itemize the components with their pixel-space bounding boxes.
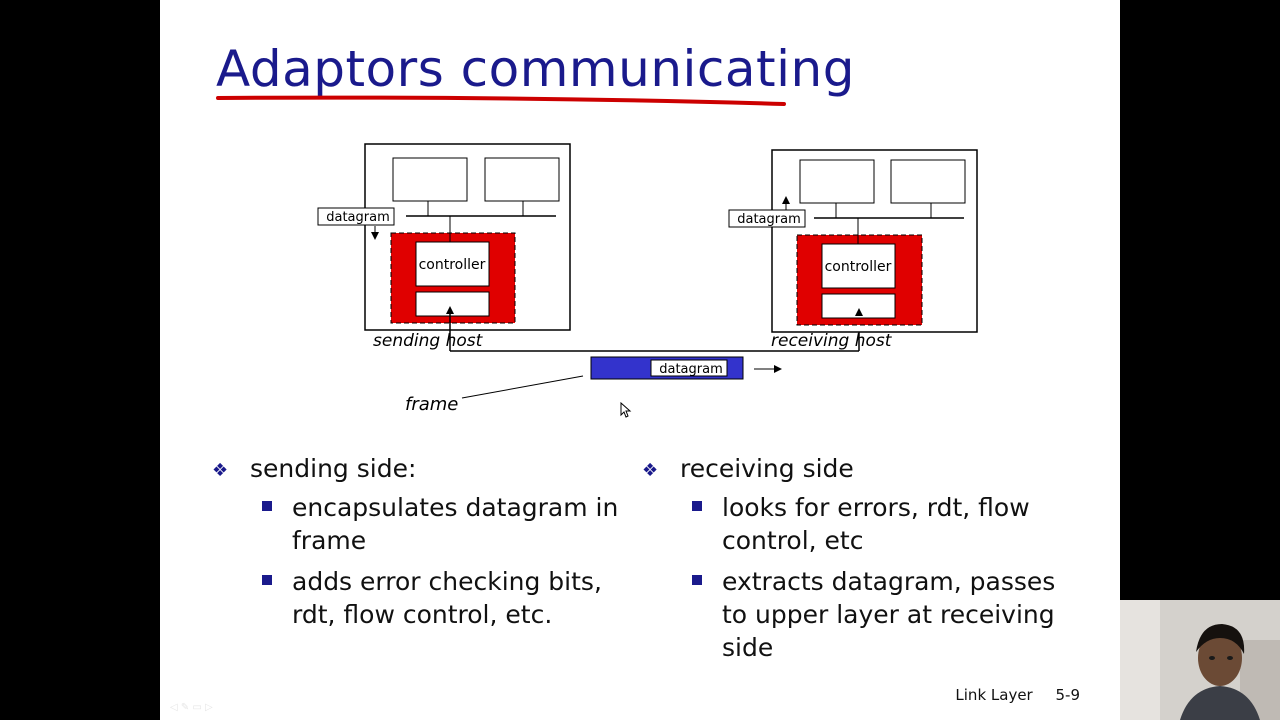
receiving-adapter-port [821,293,896,319]
receiving-datagram-box [728,209,806,228]
title-underline [216,95,786,106]
receiving-host-module-1 [799,159,875,204]
sending-host-label: sending host [373,331,484,351]
square-bullet-icon [692,501,702,511]
sending-controller-box [415,241,490,287]
slide: Adaptors communicating controller datagr… [160,0,1120,720]
sending-datagram-label: datagram [326,210,390,225]
list-item: encapsulates datagram in frame [212,491,632,557]
footer-chapter: Link Layer [955,686,1033,704]
diamond-bullet-icon: ❖ [212,460,229,481]
receiving-host-label: receiving host [771,331,893,351]
slideshow-controls-icon[interactable]: ◁ ✎ ▭ ▷ [170,702,213,713]
frame-datagram-box [650,359,728,377]
receiving-controller-box [821,243,896,289]
list-item: looks for errors, rdt, flow control, etc [642,491,1082,557]
sending-datagram-box [317,207,395,226]
frame-datagram-label: datagram [659,362,723,377]
slide-footer: Link Layer 5-9 [937,686,1080,704]
list-item: extracts datagram, passes to upper layer… [642,565,1082,664]
receiving-host-module-2 [890,159,966,204]
receiving-side-column: ❖ receiving side looks for errors, rdt, … [642,452,1082,672]
frame-label: frame [405,394,458,415]
footer-page-number: 5-9 [1055,686,1081,704]
square-bullet-icon [692,575,702,585]
diamond-bullet-icon: ❖ [642,460,659,481]
sending-controller-label: controller [419,257,486,273]
receiving-controller-label: controller [825,259,892,275]
receiving-side-heading: ❖ receiving side [642,452,1082,485]
receiving-datagram-label: datagram [737,212,801,227]
sending-host-module-1 [392,157,468,202]
square-bullet-icon [262,501,272,511]
mouse-cursor-icon [620,402,632,418]
list-item: adds error checking bits, rdt, flow cont… [212,565,632,631]
square-bullet-icon [262,575,272,585]
sending-side-heading: ❖ sending side: [212,452,632,485]
slide-title: Adaptors communicating [216,40,855,98]
webcam-overlay [1120,600,1280,720]
sending-side-column: ❖ sending side: encapsulates datagram in… [212,452,632,639]
adaptor-diagram: controller datagram sending host control… [317,143,978,415]
sending-host-module-2 [484,157,560,202]
presenter-video-icon [1120,600,1280,720]
